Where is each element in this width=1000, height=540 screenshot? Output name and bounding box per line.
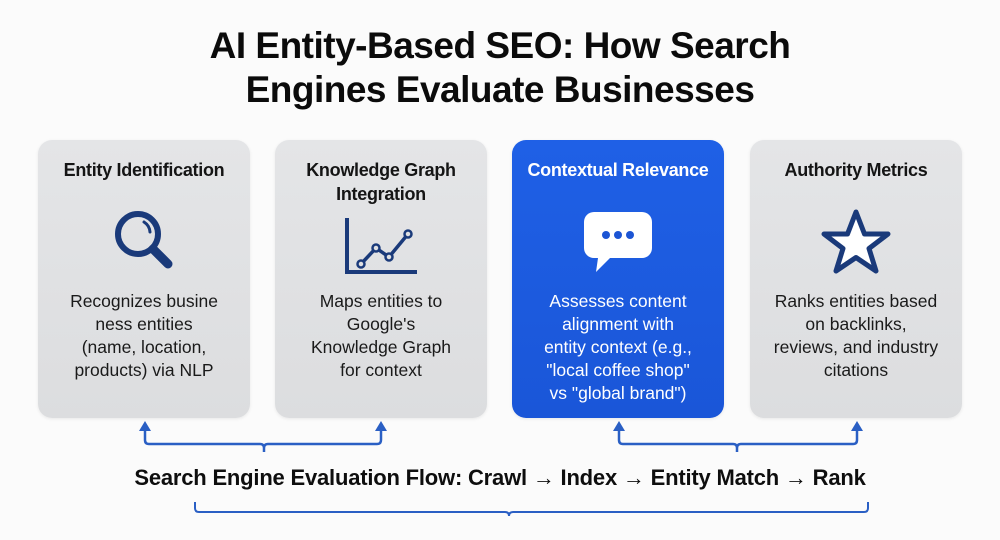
bracket-left: [143, 430, 383, 452]
card-title: Authority Metrics: [784, 160, 928, 180]
card-title: Contextual Relevance: [527, 160, 709, 180]
evaluation-flow-label: Search Engine Evaluation Flow: Crawl → I…: [134, 465, 866, 490]
arrow-up-icon: [851, 421, 863, 431]
card-description: Recognizes busine ness entities (name, l…: [70, 291, 218, 380]
arrow-up-icon: [375, 421, 387, 431]
chat-bubble-icon: [584, 212, 652, 272]
card-description: Assesses content alignment with entity c…: [544, 291, 692, 403]
card-description: Ranks entities based on backlinks, revie…: [773, 291, 939, 380]
card-knowledge-graph-integration: Knowledge Graph Integration Maps entitie…: [275, 140, 487, 418]
diagram-title: AI Entity-Based SEO: How Search Engines …: [0, 24, 1000, 112]
card-title: Knowledge Graph Integration: [306, 160, 456, 204]
card-contextual-relevance: Contextual Relevance Assesses content al…: [512, 140, 724, 418]
arrow-up-icon: [139, 421, 151, 431]
card-authority-metrics: Authority Metrics Ranks entities based o…: [750, 140, 962, 418]
star-icon: [821, 209, 891, 274]
card-description: Maps entities to Google's Knowledge Grap…: [310, 291, 452, 380]
magnifying-glass-icon: [115, 211, 173, 269]
card-title: Entity Identification: [63, 160, 225, 180]
line-chart-icon: [345, 218, 417, 274]
arrow-up-icon: [613, 421, 625, 431]
card-entity-identification: Entity Identification Recognizes busine …: [38, 140, 250, 418]
bracket-bottom: [194, 502, 869, 517]
title-line-1: AI Entity-Based SEO: How Search: [209, 25, 791, 66]
title-line-2: Engines Evaluate Businesses: [245, 69, 755, 110]
bracket-right: [617, 430, 859, 452]
